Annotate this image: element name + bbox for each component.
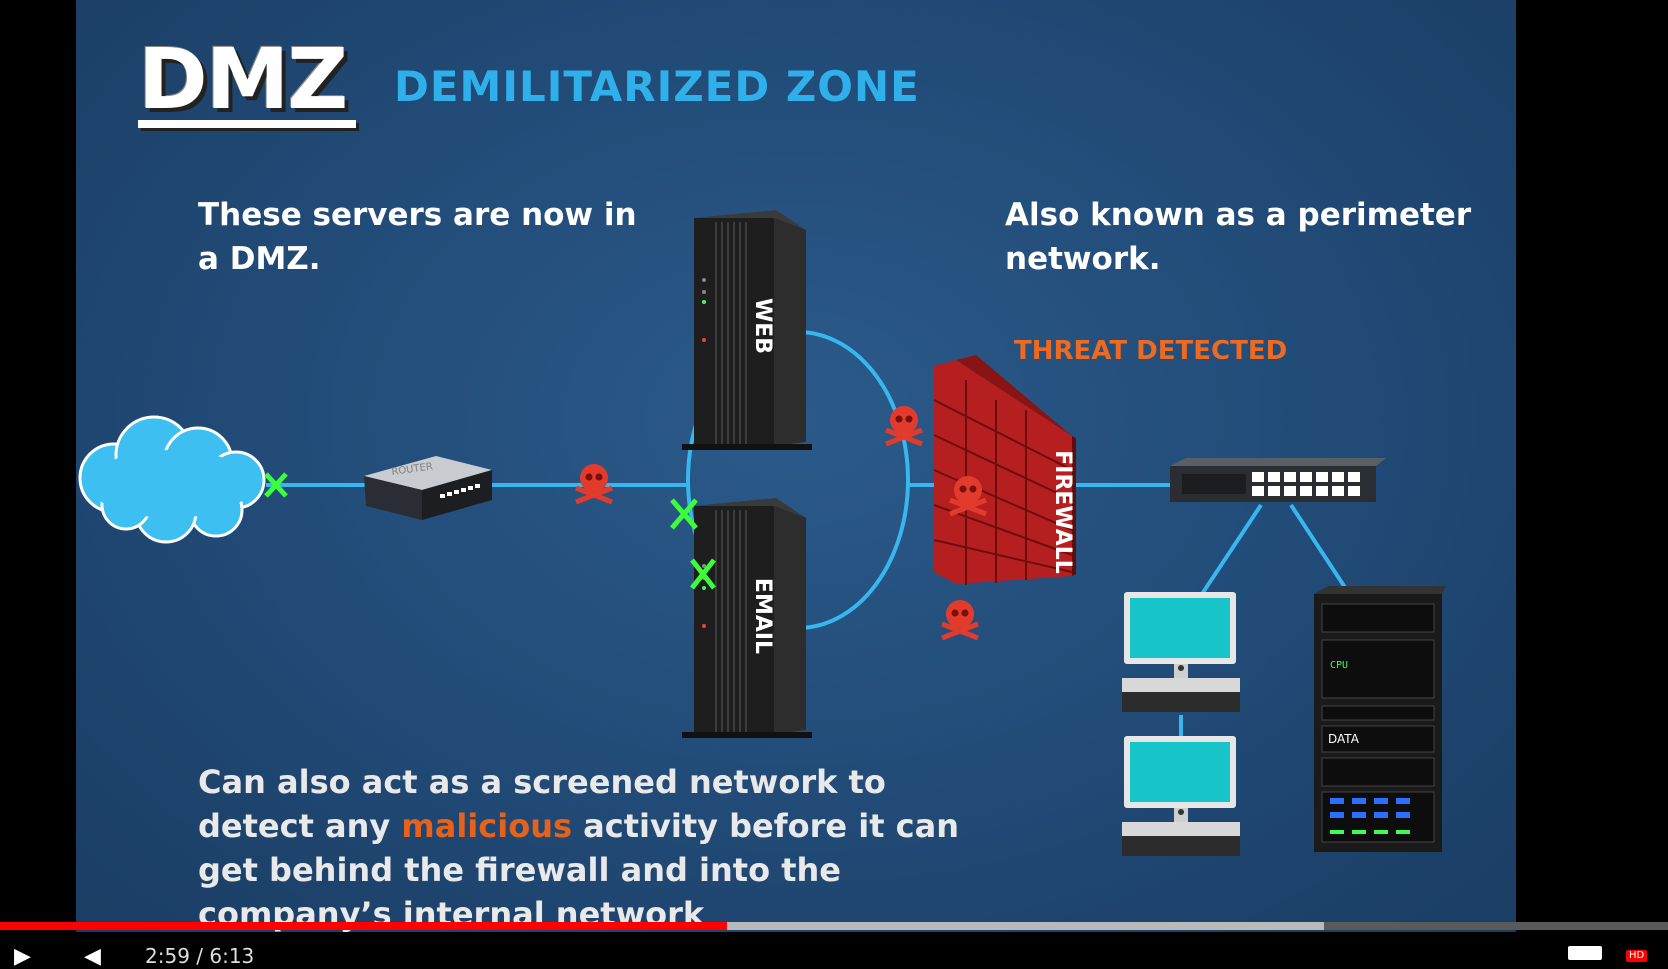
- desktop-computer-icon: [1122, 736, 1240, 856]
- play-icon[interactable]: ▶: [14, 944, 31, 969]
- desktop-computer-icon: [1122, 592, 1240, 712]
- bottom-text-part: Can also act as a screened network to de…: [198, 763, 886, 845]
- server-rack-icon: CPU DATA: [1314, 586, 1446, 852]
- email-server-label: EMAIL: [750, 578, 775, 654]
- skull-icon: [885, 406, 923, 447]
- network-switch-icon: [1170, 458, 1386, 502]
- malicious-highlight: malicious: [401, 807, 573, 845]
- threat-detected-label: THREAT DETECTED: [1014, 336, 1288, 366]
- green-x-icon: [264, 472, 288, 498]
- web-server-icon: WEB: [682, 210, 812, 450]
- servers-in-dmz-text: These servers are now in a DMZ.: [198, 197, 637, 277]
- email-server-icon: EMAIL: [682, 498, 812, 738]
- firewall-icon: FIREWALL: [933, 355, 1076, 585]
- green-x-icon: [670, 498, 698, 530]
- firewall-label: FIREWALL: [1050, 450, 1075, 574]
- perimeter-network-text: Also known as a perimeter network.: [1005, 197, 1472, 277]
- subtitles-icon[interactable]: [1568, 946, 1602, 960]
- video-frame[interactable]: ROUTER WEB: [76, 0, 1516, 932]
- network-diagram: ROUTER WEB: [78, 210, 1446, 856]
- rack-data-label: DATA: [1328, 732, 1360, 746]
- volume-icon[interactable]: ◀: [84, 944, 101, 969]
- hd-badge[interactable]: HD: [1626, 950, 1648, 962]
- time-display: 2:59 / 6:13: [145, 944, 255, 968]
- web-server-label: WEB: [750, 298, 775, 354]
- dmz-logo: DMZ: [138, 30, 348, 128]
- player-controls: [0, 934, 1668, 964]
- rack-cpu-label: CPU: [1330, 660, 1348, 671]
- internet-cloud-icon: [78, 415, 266, 544]
- skull-icon: [949, 476, 987, 517]
- played-bar: [0, 922, 728, 930]
- blocked-markers: [264, 472, 716, 590]
- router-icon: ROUTER: [364, 456, 492, 520]
- slide-subtitle: DEMILITARIZED ZONE: [394, 62, 920, 111]
- green-x-icon: [690, 558, 716, 590]
- logo-underline: [138, 120, 356, 128]
- skull-threats: [575, 406, 987, 641]
- skull-icon: [575, 464, 613, 505]
- screened-network-text: Can also act as a screened network to de…: [198, 760, 998, 932]
- skull-icon: [941, 600, 979, 641]
